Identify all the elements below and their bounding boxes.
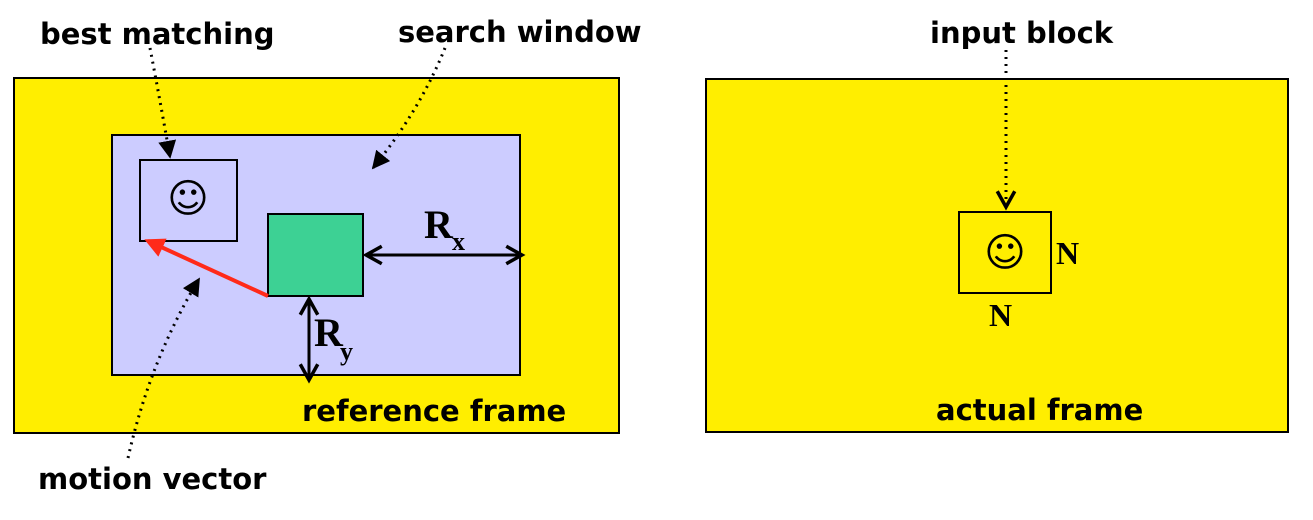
current-block [267,213,364,297]
search-window-label: search window [398,15,642,49]
ry-label-sub: y [340,337,353,366]
best-matching-smiley-icon: ☺ [167,176,209,222]
n-bottom-label: N [989,297,1012,333]
rx-label-sub: x [452,227,465,256]
actual-frame [705,78,1289,433]
reference-frame-label: reference frame [302,394,566,428]
best-matching-label: best matching [40,17,274,51]
input-block [958,211,1052,294]
n-right-label: N [1056,235,1079,271]
best-matching-leader [148,47,177,159]
search-window-leader [371,47,447,170]
best-matching-block [139,159,238,242]
ry-label-main: R [314,310,344,355]
motion-vector-leader [126,277,201,459]
motion-vector-arrow [144,238,269,298]
input-block-label: input block [930,16,1114,50]
input-block-smiley-icon: ☺ [984,230,1026,276]
rx-label-main: R [424,202,454,247]
actual-frame-label: actual frame [936,393,1143,427]
motion-vector-label: motion vector [38,462,267,496]
